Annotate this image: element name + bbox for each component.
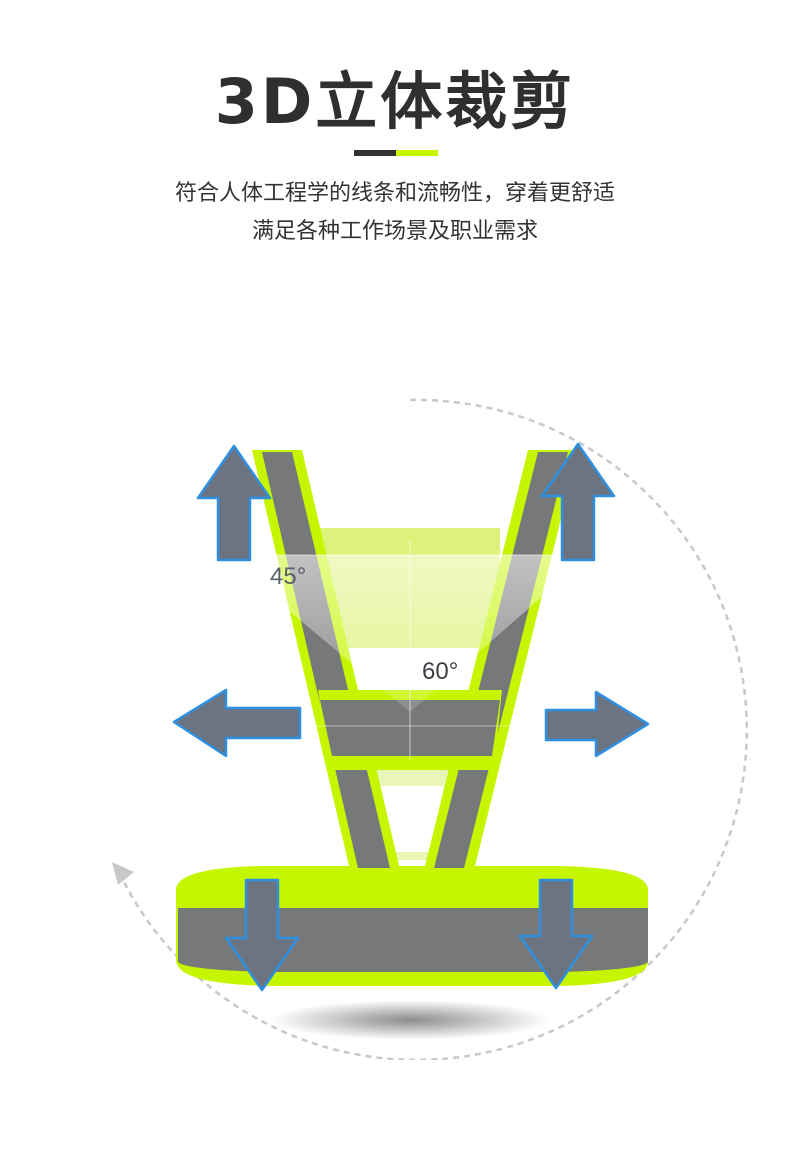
up-arrow-icon xyxy=(540,442,616,562)
title-divider-lime xyxy=(396,150,438,156)
arc-arrowhead xyxy=(112,862,134,885)
down-arrow-icon xyxy=(224,878,300,992)
vest-illustration: 45° 60° xyxy=(112,398,749,1060)
vest-shadow xyxy=(270,1000,550,1040)
vest-waist-band-reflective xyxy=(178,908,648,972)
up-arrow-icon xyxy=(196,444,272,562)
angle-label-45: 45° xyxy=(270,563,306,590)
title-divider-dark xyxy=(354,150,396,156)
right-arrow-icon xyxy=(544,690,650,758)
description-line-1: 符合人体工程学的线条和流畅性，穿着更舒适 xyxy=(174,181,615,206)
page-title: 3D立体裁剪 xyxy=(214,65,576,138)
angle-fan-45 xyxy=(222,555,590,712)
down-arrow-icon xyxy=(518,878,594,990)
circular-dashed-arrow-icon xyxy=(116,398,749,1060)
left-arrow-icon xyxy=(172,688,302,758)
angle-label-60: 60° xyxy=(422,658,458,685)
description-line-2: 满足各种工作场景及职业需求 xyxy=(251,219,538,244)
vest-back-lower-strip xyxy=(378,786,444,852)
